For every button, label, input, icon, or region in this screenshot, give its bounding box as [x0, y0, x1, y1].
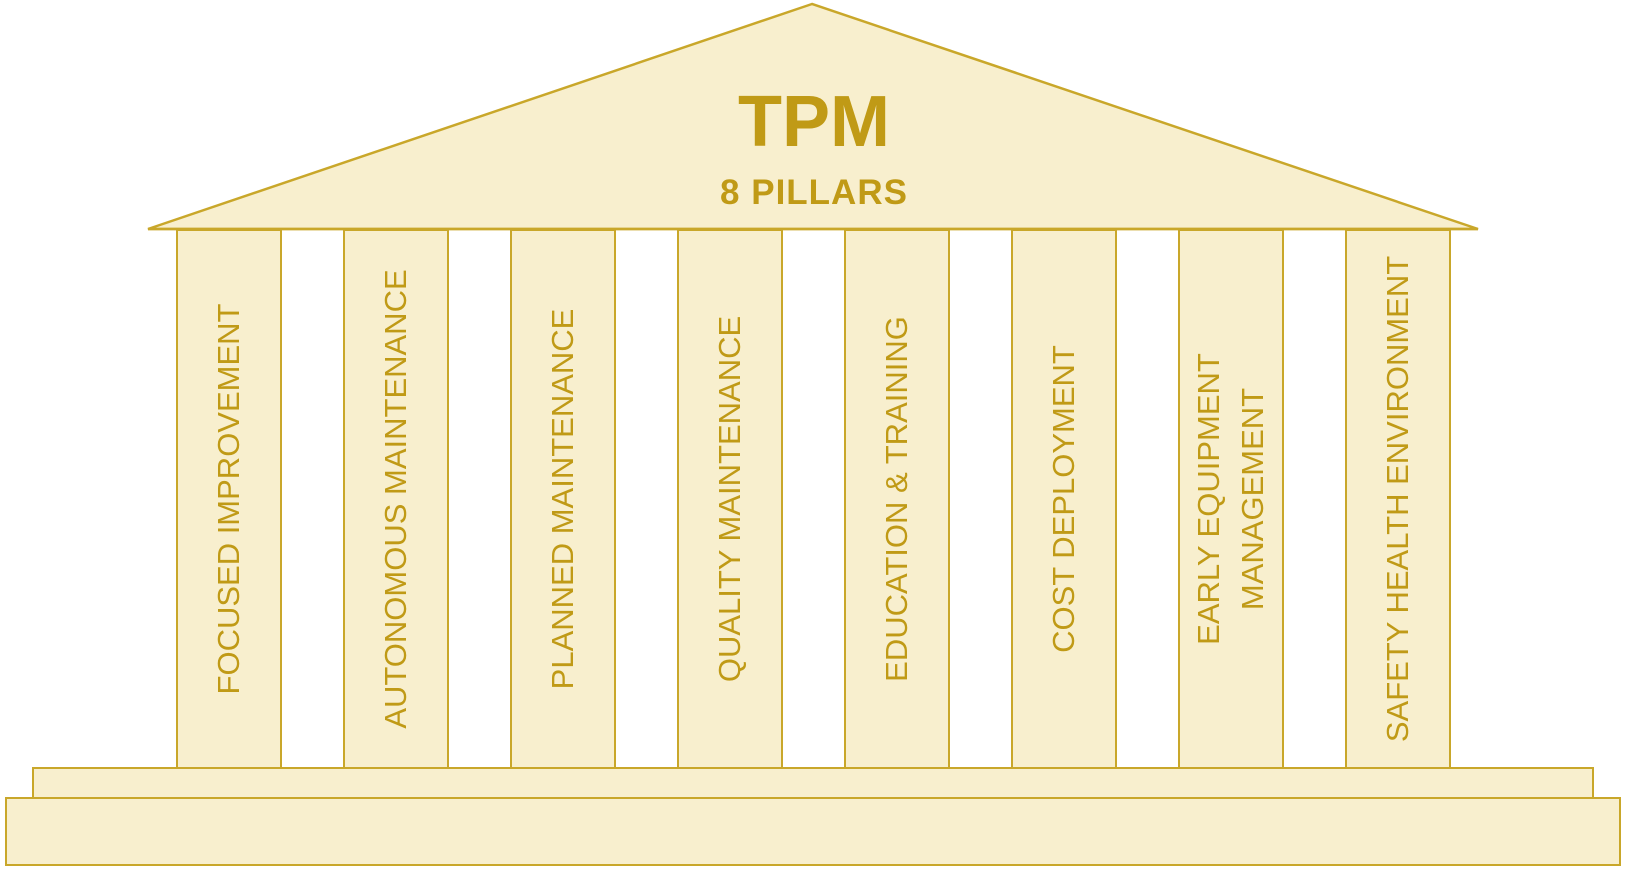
- pillar-autonomous-maintenance: AUTONOMOUS MAINTENANCE: [343, 229, 449, 769]
- pillar-label: AUTONOMOUS MAINTENANCE: [378, 269, 413, 729]
- pillar-label: EARLY EQUIPMENT MANAGEMENT: [1191, 353, 1270, 645]
- pillar-planned-maintenance: PLANNED MAINTENANCE: [510, 229, 616, 769]
- pillar-early-equipment-management: EARLY EQUIPMENT MANAGEMENT: [1178, 229, 1284, 769]
- pillar-label: EDUCATION & TRAINING: [879, 316, 914, 682]
- pillar-label: QUALITY MAINTENANCE: [712, 315, 747, 683]
- pillar-label: SAFETY HEALTH ENVIRONMENT: [1380, 255, 1415, 743]
- base-lower-step: [5, 797, 1621, 866]
- pillar-focused-improvement: FOCUSED IMPROVEMENT: [176, 229, 282, 769]
- pillar-quality-maintenance: QUALITY MAINTENANCE: [677, 229, 783, 769]
- pillar-cost-deployment: COST DEPLOYMENT: [1011, 229, 1117, 769]
- pillar-label: FOCUSED IMPROVEMENT: [211, 303, 246, 695]
- pillar-education-training: EDUCATION & TRAINING: [844, 229, 950, 769]
- pillar-label: COST DEPLOYMENT: [1046, 345, 1081, 653]
- pillar-label: PLANNED MAINTENANCE: [545, 308, 580, 690]
- pillar-safety-health-environment: SAFETY HEALTH ENVIRONMENT: [1345, 229, 1451, 769]
- base-upper-step: [32, 767, 1594, 800]
- roof-subtitle: 8 PILLARS: [720, 173, 908, 212]
- roof-title: TPM: [738, 82, 890, 162]
